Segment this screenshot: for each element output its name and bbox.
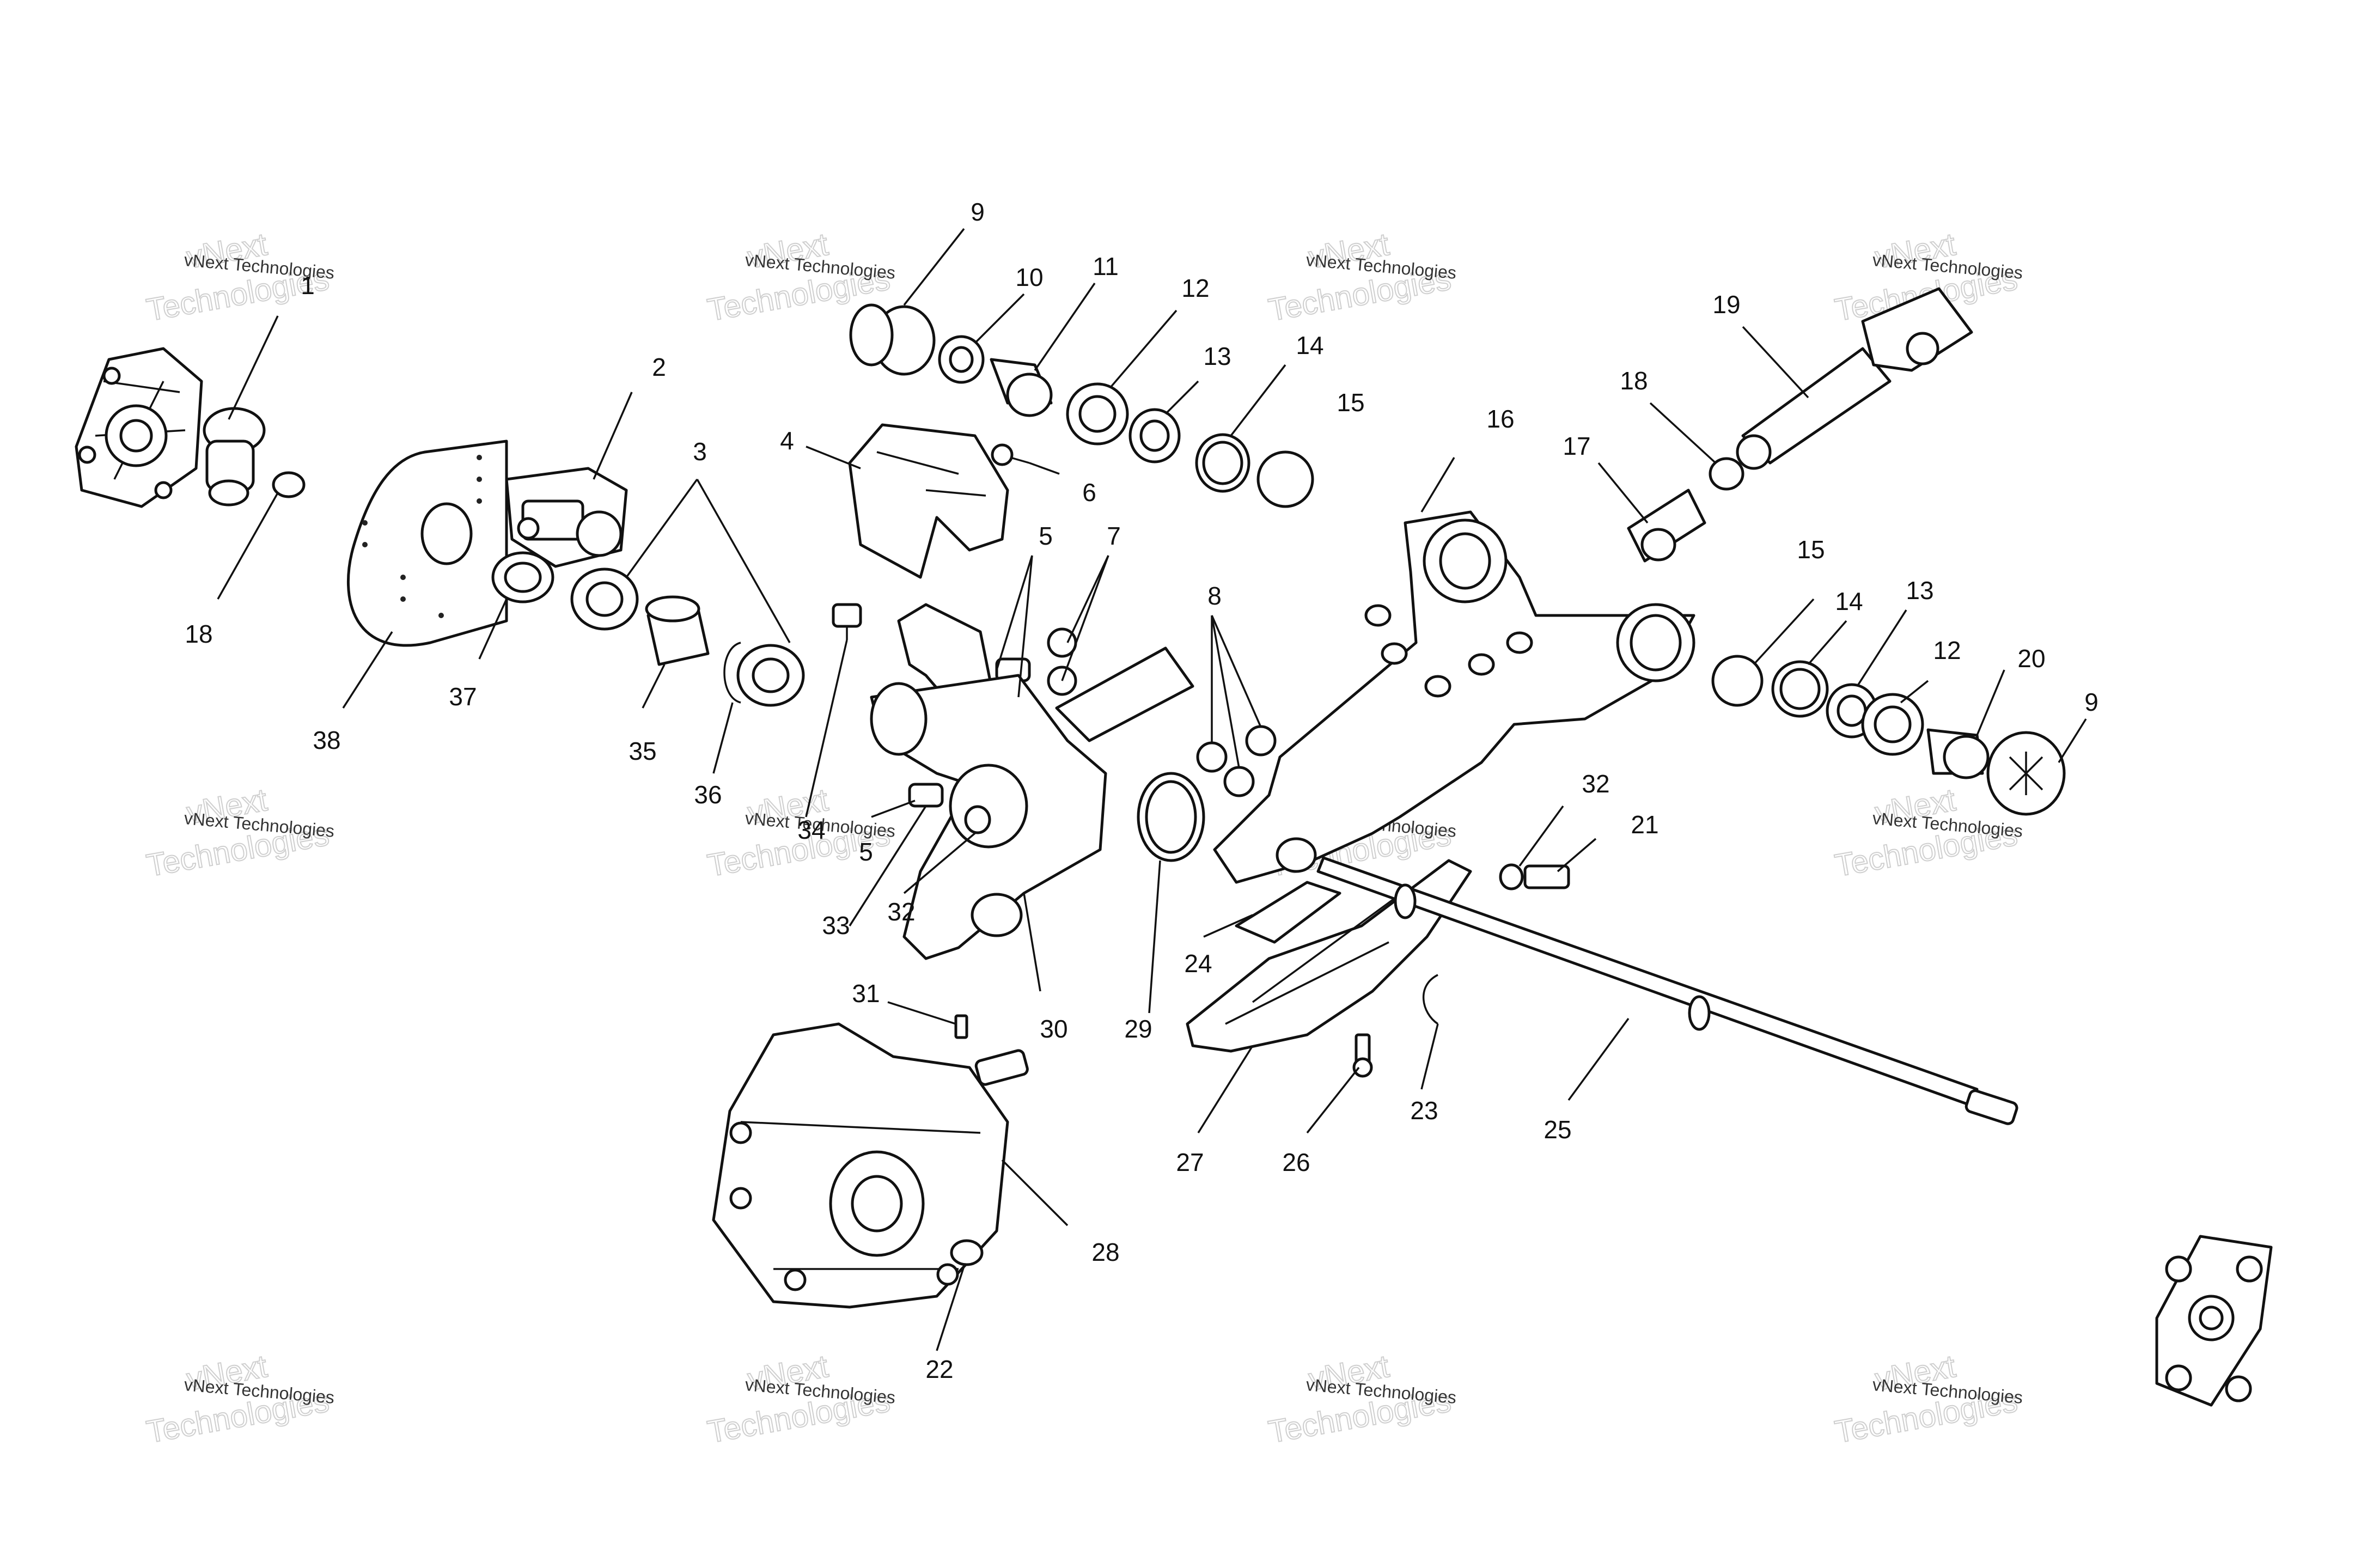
watermark: vNext Technologies vNext Technologies — [143, 782, 335, 884]
callout-33: 33 — [822, 911, 850, 939]
callout-38: 38 — [313, 726, 340, 754]
callout-2: 2 — [652, 353, 666, 381]
callout-11: 11 — [1093, 252, 1119, 280]
part-19-u-joint-shaft — [1736, 287, 1973, 470]
callout-23: 23 — [1410, 1096, 1438, 1125]
callout-14-right: 14 — [1835, 587, 1863, 615]
part-9-cap-right — [1986, 731, 2066, 816]
callout-9: 9 — [971, 198, 985, 226]
part-32-washer-right — [1499, 863, 1524, 890]
part-24-block — [1235, 881, 1341, 944]
callout-26: 26 — [1282, 1148, 1310, 1176]
callout-12: 12 — [1181, 274, 1209, 302]
part-26-screw — [1352, 1033, 1373, 1078]
part-8-bolt — [1196, 725, 1277, 797]
callout-8: 8 — [1207, 582, 1222, 610]
callout-18-left: 18 — [185, 620, 212, 648]
part-32-washer — [964, 805, 991, 834]
callout-34: 34 — [797, 816, 825, 844]
part-22-o-ring — [950, 1239, 984, 1266]
callout-32-right: 32 — [1582, 770, 1609, 798]
part-18-ring-right — [1709, 457, 1744, 491]
callout-18-right: 18 — [1620, 367, 1648, 395]
part-6-screw — [991, 443, 1030, 466]
callout-27: 27 — [1176, 1148, 1204, 1176]
callout-19: 19 — [1712, 290, 1740, 319]
callout-35: 35 — [629, 737, 656, 765]
callout-31: 31 — [852, 979, 880, 1008]
part-16-swing-arm — [1213, 510, 1695, 884]
callout-29: 29 — [1124, 1015, 1152, 1043]
callout-17: 17 — [1563, 432, 1590, 460]
part-29-o-ring — [1137, 772, 1205, 862]
callout-15-right: 15 — [1797, 535, 1825, 564]
part-12-seal — [1066, 382, 1129, 446]
part-36-snap-ring — [723, 642, 741, 704]
callout-9-right: 9 — [2084, 688, 2098, 716]
part-4-chain-guard — [848, 423, 1009, 579]
part-38-brake-disc — [347, 440, 508, 647]
callout-12-right: 12 — [1933, 636, 1961, 664]
watermark: vNext Technologies vNext Technologies — [704, 1348, 896, 1450]
watermark: vNext Technologies vNext Technologies — [1265, 226, 1457, 328]
part-17-sleeve — [1627, 489, 1706, 563]
callout-16: 16 — [1486, 405, 1514, 433]
part-11-stud — [990, 358, 1053, 417]
part-7-washer — [1047, 627, 1077, 696]
callout-1: 1 — [301, 271, 315, 300]
part-2-brake-caliper — [505, 467, 628, 568]
part-25-drive-shaft — [1316, 856, 2018, 1125]
part-15-bushing — [1256, 450, 1314, 508]
callout-22: 22 — [925, 1355, 953, 1383]
callout-37: 37 — [449, 682, 477, 711]
callout-28: 28 — [1091, 1238, 1119, 1266]
watermark: vNext Technologies vNext Technologies — [1832, 1348, 2023, 1450]
part-37-seal — [491, 551, 554, 603]
part-18-ring-left — [272, 471, 306, 498]
part-10-nut — [938, 335, 985, 384]
callout-labels: 1 2 3 4 5 5 6 7 8 9 9 10 11 12 12 13 13 … — [185, 198, 2098, 1383]
part-14-race-right — [1771, 660, 1829, 718]
part-33-bolt — [908, 783, 944, 808]
callout-36: 36 — [694, 780, 722, 809]
part-23-clip — [1423, 974, 1438, 1025]
part-21-bolt — [1523, 864, 1570, 889]
callout-14: 14 — [1296, 331, 1323, 359]
part-3-bearing — [570, 568, 639, 631]
part-1-hub-cover — [75, 347, 266, 508]
callout-25: 25 — [1544, 1115, 1571, 1144]
callout-5-lower: 5 — [859, 838, 873, 866]
callout-24: 24 — [1184, 949, 1212, 978]
callout-3: 3 — [693, 437, 707, 466]
cover-plate-bottom-right — [2155, 1235, 2273, 1407]
callout-5: 5 — [1039, 522, 1053, 550]
part-15-bushing-right — [1711, 655, 1764, 707]
callout-10: 10 — [1015, 263, 1043, 291]
part-9-cap — [849, 303, 936, 376]
leader-lines — [217, 228, 2087, 1351]
part-3-bearing — [736, 644, 805, 707]
part-28-chaincase — [712, 1022, 1029, 1309]
callout-32: 32 — [887, 898, 915, 926]
part-12-seal-right — [1861, 693, 1924, 756]
part-35-spacer — [645, 595, 710, 666]
part-34-bolt — [832, 603, 862, 640]
callout-15: 15 — [1337, 388, 1364, 417]
callout-13-right: 13 — [1906, 576, 1933, 605]
watermark: vNext Technologies vNext Technologies — [143, 1348, 335, 1450]
part-31-key — [954, 1014, 968, 1039]
callout-6: 6 — [1082, 478, 1096, 507]
watermark: vNext Technologies vNext Technologies — [1265, 1348, 1457, 1450]
part-14-race — [1195, 433, 1250, 493]
callout-13: 13 — [1203, 342, 1231, 370]
callout-20: 20 — [2017, 644, 2045, 673]
callout-21: 21 — [1631, 810, 1658, 839]
callout-4: 4 — [780, 426, 794, 455]
callout-7: 7 — [1107, 522, 1121, 550]
callout-30: 30 — [1040, 1015, 1067, 1043]
part-13-bearing — [1128, 408, 1181, 463]
part-20-stud-right — [1926, 728, 1990, 779]
